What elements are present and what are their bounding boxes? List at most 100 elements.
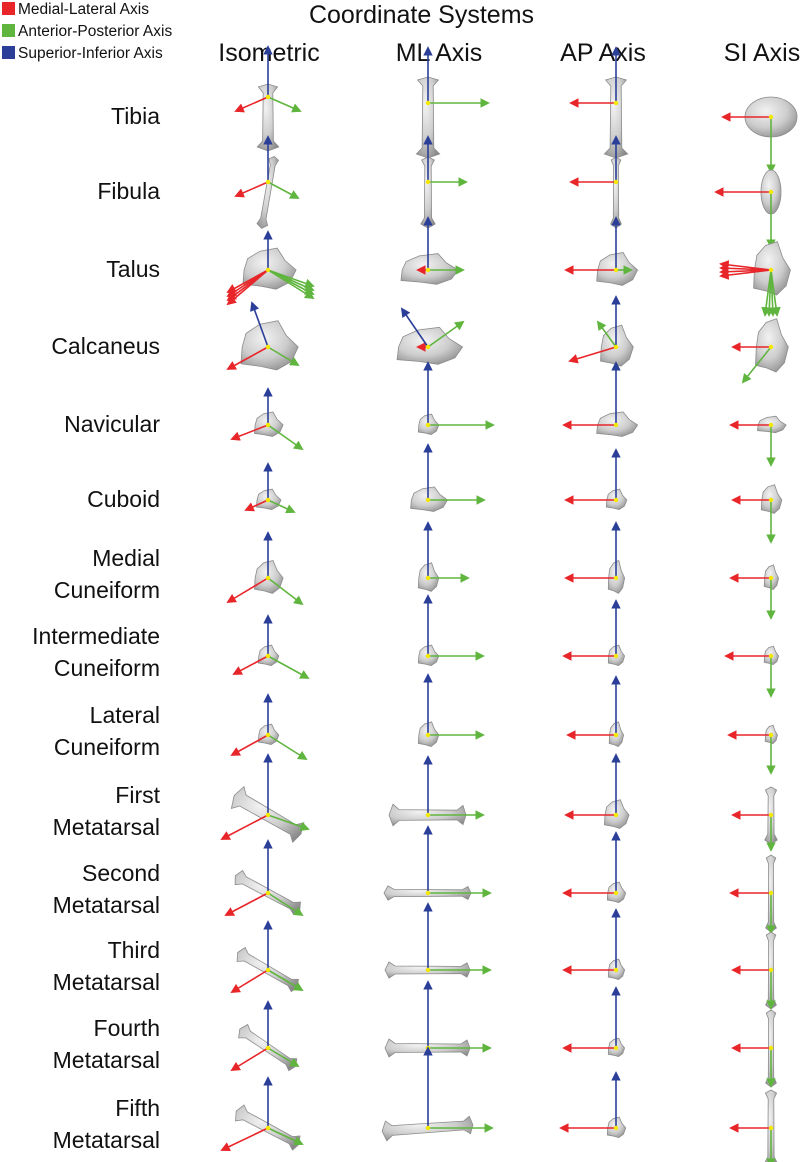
legend-item-ap: Anterior-Posterior Axis: [2, 22, 172, 42]
cell-fourth-metatarsal-ml-view: [384, 980, 492, 1058]
origin-point: [613, 812, 619, 818]
ml-axis-arrow: [220, 1127, 269, 1152]
origin-point: [768, 812, 774, 818]
cell-second-metatarsal-isometric: [224, 839, 304, 917]
row-label-second-line2: Metatarsal: [52, 892, 160, 918]
origin-point: [613, 575, 619, 581]
cell-fifth-metatarsal-ap-view: [559, 1071, 627, 1139]
origin-point: [425, 1125, 431, 1131]
row-label-third: Third: [107, 937, 160, 963]
ap-axis-arrow: [596, 320, 617, 348]
cell-fourth-metatarsal-si-view: [731, 1009, 777, 1088]
cell-fibula-isometric: [234, 135, 300, 229]
cell-first-metatarsal-isometric: [220, 753, 310, 843]
origin-point: [768, 189, 774, 195]
cell-first-metatarsal-ap-view: [564, 753, 630, 829]
origin-point: [768, 267, 774, 273]
cell-first-metatarsal-si-view: [731, 786, 778, 852]
origin-point: [768, 114, 774, 120]
origin-point: [768, 497, 774, 503]
origin-point: [265, 812, 271, 818]
origin-point: [425, 890, 431, 896]
origin-point: [768, 1045, 774, 1051]
cell-intermediate-cuneiform-isometric: [232, 614, 310, 679]
origin-point: [425, 812, 431, 818]
cell-lateral-cuneiform-si-view: [727, 724, 778, 775]
cell-third-metatarsal-isometric: [230, 920, 304, 994]
legend-label: Superior-Inferior Axis: [18, 45, 163, 62]
origin-point: [613, 653, 619, 659]
ap-axis-arrow: [267, 814, 310, 831]
origin-point: [425, 497, 431, 503]
cell-medial-cuneiform-isometric: [226, 531, 304, 606]
bone-mesh: [415, 76, 441, 159]
cell-cuboid-si-view: [731, 484, 783, 544]
ml-axis-arrow: [232, 655, 269, 675]
origin-point: [265, 1125, 271, 1131]
origin-point: [265, 653, 271, 659]
origin-point: [265, 575, 271, 581]
cell-intermediate-cuneiform-ap-view: [562, 599, 626, 667]
cell-third-metatarsal-ap-view: [562, 908, 626, 981]
ml-axis-arrow: [230, 734, 269, 756]
origin-point: [265, 967, 271, 973]
cell-talus-ap-view: [564, 216, 639, 286]
cell-navicular-si-view: [729, 415, 787, 467]
cell-first-metatarsal-ml-view: [388, 755, 485, 827]
cell-lateral-cuneiform-ap-view: [566, 675, 625, 747]
origin-point: [425, 732, 431, 738]
origin-point: [425, 967, 431, 973]
row-label-lateral-line2: Cuneiform: [53, 734, 160, 760]
legend-item-ml: Medial-Lateral Axis: [2, 0, 149, 20]
ml-axis-arrow: [226, 269, 269, 306]
row-label-first-line2: Metatarsal: [52, 814, 160, 840]
origin-point: [613, 732, 619, 738]
legend-swatch-blue: [2, 46, 15, 59]
origin-point: [768, 967, 774, 973]
cell-cuboid-ml-view: [410, 443, 486, 512]
ap-axis-arrow: [267, 346, 300, 366]
row-label-fourth: Fourth: [93, 1015, 160, 1041]
origin-point: [265, 267, 271, 273]
ap-axis-arrow: [267, 734, 308, 761]
row-label-medial-line2: Cuneiform: [53, 577, 160, 603]
ml-axis-arrow: [220, 814, 269, 840]
cell-cuboid-ap-view: [564, 448, 628, 511]
origin-point: [613, 890, 619, 896]
legend-swatch-green: [2, 24, 15, 37]
ap-axis-arrow: [267, 655, 310, 679]
cell-third-metatarsal-ml-view: [384, 902, 492, 979]
row-label-lateral: Lateral: [89, 702, 160, 728]
origin-point: [265, 890, 271, 896]
cell-calcaneus-si-view: [731, 318, 789, 384]
origin-point: [265, 179, 271, 185]
ap-axis-arrow: [267, 181, 300, 199]
cell-calcaneus-ml-view: [396, 307, 465, 365]
si-axis-arrow: [250, 301, 269, 348]
column-header-ap-axis: AP Axis: [560, 39, 646, 67]
origin-point: [768, 890, 774, 896]
cell-tibia-ml-view: [415, 46, 490, 159]
row-label-cuboid: Cuboid: [87, 486, 160, 512]
ml-axis-arrow: [224, 892, 269, 916]
row-label-intermediate: Intermediate: [32, 623, 160, 649]
origin-point: [425, 179, 431, 185]
bone-mesh: [256, 83, 280, 152]
cell-intermediate-cuneiform-si-view: [724, 645, 780, 698]
row-label-second: Second: [81, 860, 160, 886]
cell-second-metatarsal-ml-view: [383, 825, 492, 901]
figure-title: Coordinate Systems: [308, 1, 535, 29]
ml-axis-arrow: [568, 346, 617, 364]
ap-axis-arrow: [427, 320, 465, 348]
cell-calcaneus-isometric: [226, 301, 300, 371]
ap-axis-arrow: [267, 424, 304, 451]
origin-point: [768, 344, 774, 350]
origin-point: [768, 653, 774, 659]
ml-axis-arrow: [230, 424, 269, 441]
si-axis-arrow: [400, 307, 429, 348]
ap-axis-arrow: [267, 969, 304, 991]
origin-point: [425, 344, 431, 350]
cell-lateral-cuneiform-ml-view: [417, 673, 485, 747]
origin-point: [425, 422, 431, 428]
bone-mesh: [603, 76, 629, 159]
